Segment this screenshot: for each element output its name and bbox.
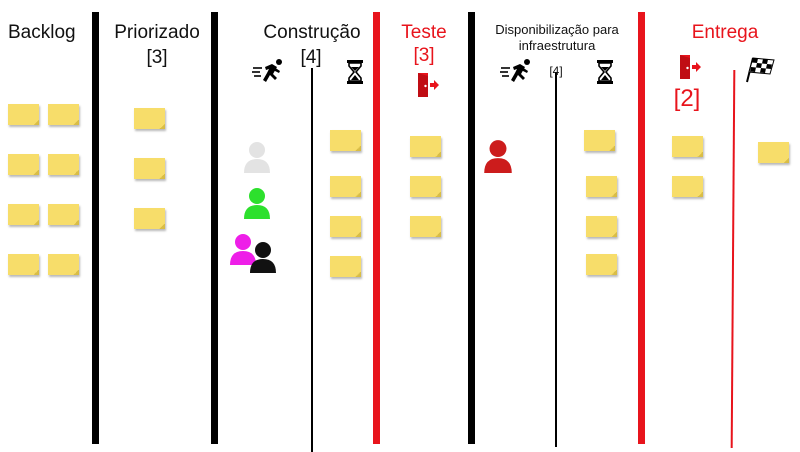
sticky-note[interactable] [8,204,39,225]
divider-disponibilizacao-doing-waiting [555,72,557,447]
exit-door-icon [680,55,701,79]
column-title-construcao: Construção [263,22,361,43]
sticky-note[interactable] [410,176,441,197]
sticky-note[interactable] [330,176,361,197]
sticky-note[interactable] [48,154,79,175]
divider-disponibilizacao-entrega [638,12,645,444]
sticky-note[interactable] [8,254,39,275]
divider-construcao-teste [373,12,380,444]
divider-entrega-inner [730,69,735,449]
sticky-note[interactable] [410,136,441,157]
sticky-note[interactable] [134,158,165,179]
person-icon [244,188,270,219]
divider-construcao-doing-waiting [311,68,313,452]
sticky-note[interactable] [758,142,789,163]
divider-priorizado-construcao [211,12,218,444]
running-person-icon [500,59,530,82]
person-icon [250,242,276,273]
column-title-backlog: Backlog [8,22,76,43]
sticky-note[interactable] [672,136,703,157]
sticky-note[interactable] [48,204,79,225]
person-icon [230,234,256,265]
sticky-note[interactable] [330,130,361,151]
sticky-note[interactable] [586,254,617,275]
column-title-entrega: Entrega [691,22,759,43]
column-title-disponibilizacao-line2: infraestrutura [518,38,596,53]
wip-limit-priorizado: [3] [146,47,168,68]
divider-backlog-priorizado [92,12,99,444]
exit-door-icon [418,73,439,97]
column-title-teste: Teste [401,22,447,43]
sticky-note[interactable] [330,216,361,237]
sticky-note[interactable] [8,154,39,175]
running-person-icon [252,59,282,82]
sticky-note[interactable] [134,208,165,229]
person-icon [244,142,270,173]
wip-limit-entrega: [2] [673,85,701,112]
wip-limit-disponibilizacao: [4] [549,64,563,78]
sticky-note[interactable] [8,104,39,125]
column-title-priorizado: Priorizado [114,22,200,43]
hourglass-icon [597,60,613,84]
sticky-note[interactable] [410,216,441,237]
sticky-note[interactable] [134,108,165,129]
sticky-note[interactable] [330,256,361,277]
hourglass-icon [347,60,363,84]
checkered-flag-icon [746,57,775,83]
person-icon [484,140,512,173]
sticky-note[interactable] [586,176,617,197]
wip-limit-teste: [3] [413,45,435,66]
sticky-note[interactable] [586,216,617,237]
wip-limit-construcao: [4] [300,47,322,68]
sticky-note[interactable] [48,104,79,125]
sticky-note[interactable] [672,176,703,197]
sticky-note[interactable] [584,130,615,151]
divider-teste-disponibilizacao [468,12,475,444]
column-title-disponibilizacao-line1: Disponibilização para [495,22,619,37]
sticky-note[interactable] [48,254,79,275]
